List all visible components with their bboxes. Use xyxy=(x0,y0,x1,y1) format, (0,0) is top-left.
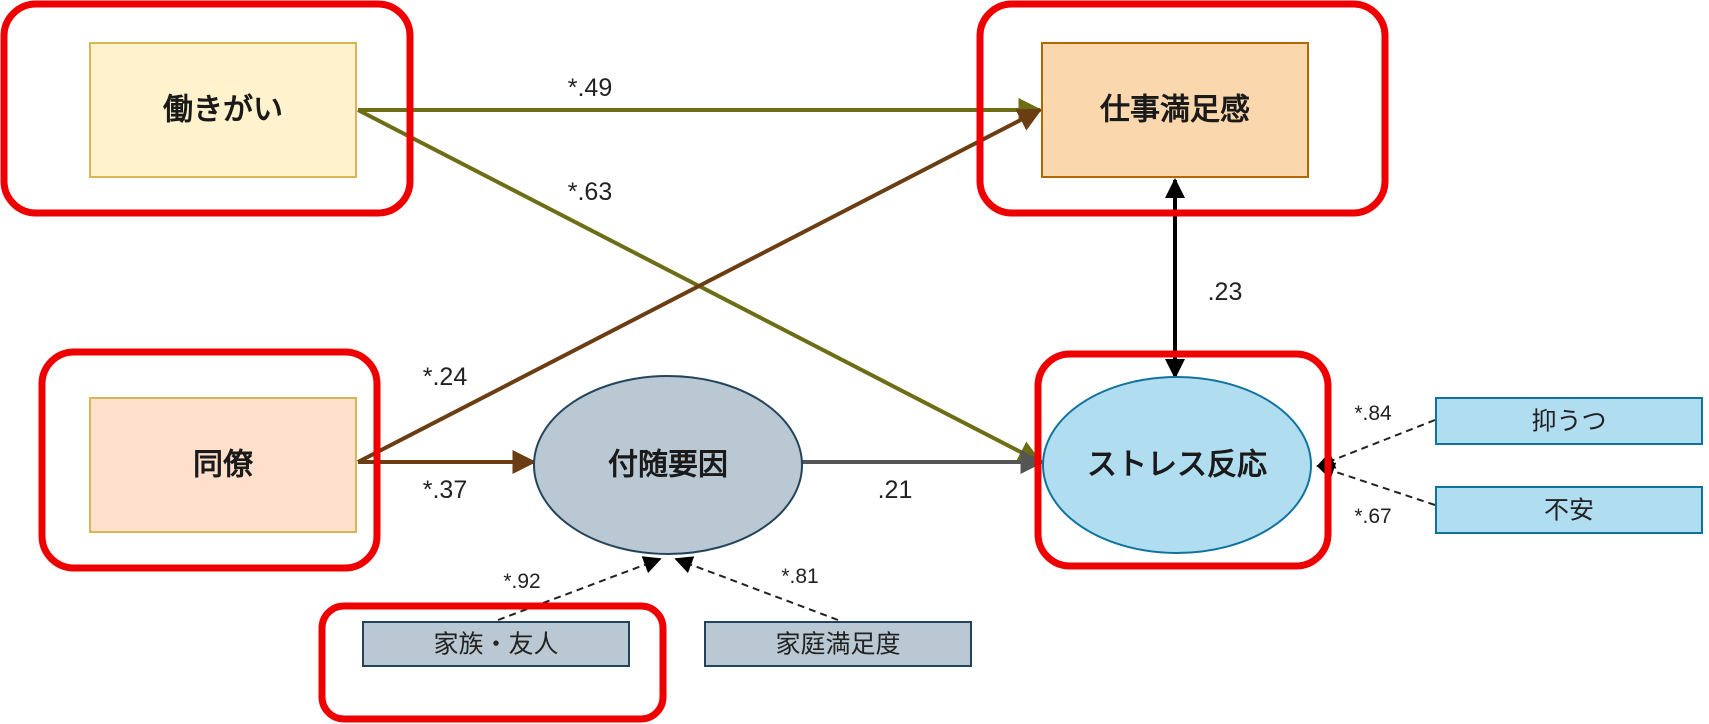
indicator-fuan: 不安 xyxy=(1435,486,1703,534)
coef-fuzui-to-stress: .21 xyxy=(878,476,913,504)
highlight-shigoto-manzokukan xyxy=(976,0,1389,217)
coef-stress-yokuutsu: *.84 xyxy=(1354,402,1392,425)
coef-hatarakigai-to-stress: *.63 xyxy=(568,178,612,206)
edge-yokuutsu-to-stress xyxy=(1316,419,1436,469)
node-fuzui-youin-label: 付随要因 xyxy=(608,448,728,483)
highlight-stress-hannou xyxy=(1034,350,1332,570)
indicator-katei-manzokudo: 家庭満足度 xyxy=(704,621,972,667)
indicator-katei-manzokudo-label: 家庭満足度 xyxy=(775,630,900,659)
highlight-kazoku-yuujin xyxy=(318,602,667,723)
indicator-kazoku-yuujin-label: 家族・友人 xyxy=(433,630,558,659)
indicator-yokuutsu: 抑うつ xyxy=(1435,397,1703,445)
node-shigoto-manzokukan-label: 仕事満足感 xyxy=(1099,93,1250,128)
indicator-fuan-label: 不安 xyxy=(1544,496,1594,525)
highlight-douryou xyxy=(38,348,381,572)
node-douryou: 同僚 xyxy=(89,397,357,533)
indicator-kazoku-yuujin: 家族・友人 xyxy=(362,621,630,667)
coef-douryou-to-fuzui: *.37 xyxy=(423,476,467,504)
indicator-yokuutsu-label: 抑うつ xyxy=(1531,407,1606,436)
node-stress-hannou-label: ストレス反応 xyxy=(1087,448,1267,483)
coef-hatarakigai-to-manzoku: *.49 xyxy=(568,74,612,102)
node-shigoto-manzokukan: 仕事満足感 xyxy=(1041,42,1309,178)
edge-katei-to-fuzui xyxy=(674,556,839,621)
coef-douryou-to-manzoku: *.24 xyxy=(423,363,468,391)
node-douryou-label: 同僚 xyxy=(193,448,254,483)
node-hatarakigai: 働きがい xyxy=(89,42,357,178)
coef-kazoku-fuzui: *.92 xyxy=(503,570,540,593)
highlight-hatarakigai xyxy=(0,0,414,217)
node-hatarakigai-label: 働きがい xyxy=(162,93,283,128)
coef-stress-fuan: *.67 xyxy=(1354,505,1391,528)
node-stress-hannou: ストレス反応 xyxy=(1042,376,1312,554)
node-fuzui-youin: 付随要因 xyxy=(533,375,803,555)
edge-kazoku-to-fuzui xyxy=(497,556,662,621)
edge-douryou-to-manzoku xyxy=(357,108,1043,464)
coef-manzoku-stress-corr: .23 xyxy=(1208,278,1243,306)
edge-fuan-to-stress xyxy=(1316,462,1436,506)
coef-katei-fuzui: *.81 xyxy=(781,565,818,588)
